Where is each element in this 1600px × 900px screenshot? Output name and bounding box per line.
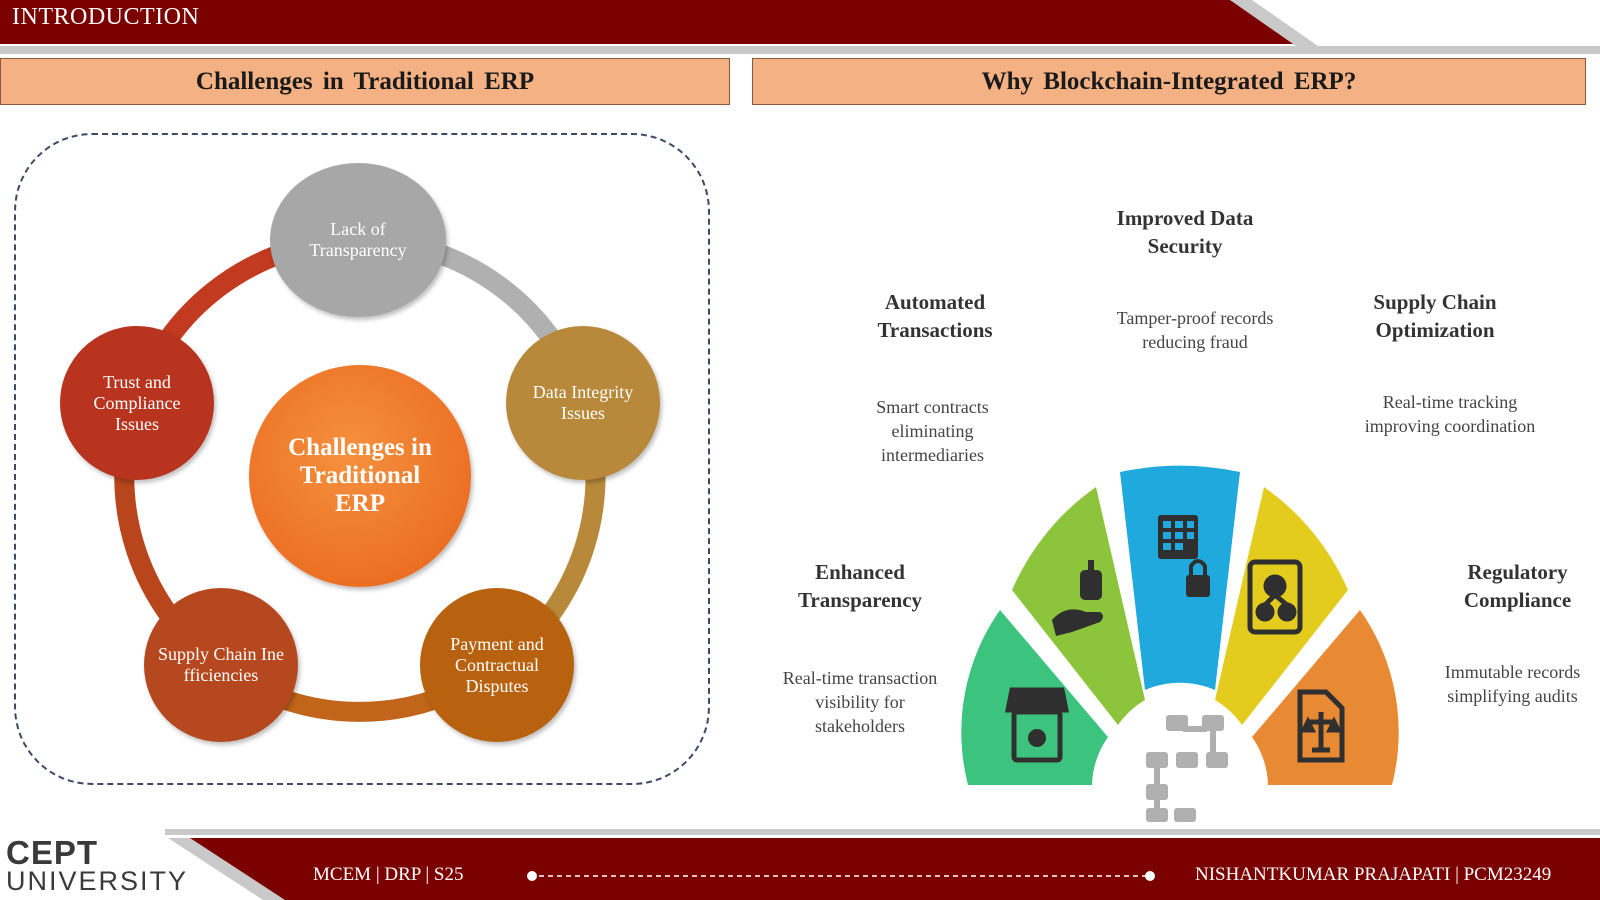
hand-coin-icon <box>1052 560 1103 636</box>
feature-title-automated: Automated Transactions <box>877 290 993 342</box>
challenge-node-payment-disputes: Payment and Contractual Disputes <box>420 588 574 742</box>
challenge-node-data-integrity: Data Integrity Issues <box>506 326 660 480</box>
feature-title-regulatory: Regulatory Compliance <box>1463 560 1572 612</box>
feature-desc-automated: Smart contracts eliminating intermediari… <box>876 397 989 465</box>
fan-segment-automated <box>1012 487 1145 725</box>
challenges-frame <box>14 133 710 785</box>
feature-desc-transparency: Real-time transaction visibility for sta… <box>782 668 938 736</box>
feature-title-transparency: Enhanced Transparency <box>797 560 923 612</box>
challenge-label: Supply Chain Inefficiencies <box>158 644 284 685</box>
database-lock-icon <box>1158 515 1210 597</box>
timeline-start-dot <box>527 871 537 881</box>
store-icon <box>1004 687 1070 763</box>
feature-desc-security: Tamper-proof records reducing fraud <box>1116 308 1274 352</box>
challenge-label: Lack of Transparency <box>309 219 407 260</box>
header-band <box>0 0 1600 54</box>
right-panel-heading: Why Blockchain-Integrated ERP? <box>752 58 1586 105</box>
fan-segment-security <box>1120 465 1240 690</box>
feature-title-supply-chain: Supply Chain Optimization <box>1373 290 1497 342</box>
challenge-label: Data Integrity Issues <box>532 382 634 423</box>
footer-course: MCEM | DRP | S25 <box>313 864 464 885</box>
feature-title-security: Improved Data Security <box>1116 206 1254 258</box>
footer-author: NISHANTKUMAR PRAJAPATI | PCM23249 <box>1195 864 1552 885</box>
blockchain-network-icon <box>1146 715 1228 822</box>
fan-segment-regulatory <box>1252 610 1399 785</box>
challenge-node-transparency: Lack of Transparency <box>270 163 446 317</box>
footer-band <box>165 829 1600 900</box>
challenge-node-supply-chain: Supply Chain Inefficiencies <box>144 588 298 742</box>
page-title: INTRODUCTION <box>12 4 200 30</box>
feature-desc-regulatory: Immutable records simplifying audits <box>1444 662 1581 706</box>
logo-university: UNIVERSITY <box>6 866 189 896</box>
chip-icon <box>1247 559 1303 635</box>
challenge-label: Payment and Contractual Disputes <box>450 633 544 696</box>
timeline-end-dot <box>1145 871 1155 881</box>
feature-desc-supply-chain: Real-time tracking improving coordinatio… <box>1364 392 1536 436</box>
document-scale-icon <box>1297 689 1345 763</box>
left-panel-heading: Challenges in Traditional ERP <box>0 58 730 105</box>
center-label: Challenges in Traditional ERP <box>288 434 432 517</box>
challenge-label: Trust and Compliance Issues <box>93 371 181 434</box>
challenge-node-trust-compliance: Trust and Compliance Issues <box>60 326 214 480</box>
blockchain-fan-diagram <box>961 465 1399 822</box>
challenges-center: Challenges in Traditional ERP <box>249 365 471 587</box>
logo-cept: CEPT <box>6 834 99 871</box>
